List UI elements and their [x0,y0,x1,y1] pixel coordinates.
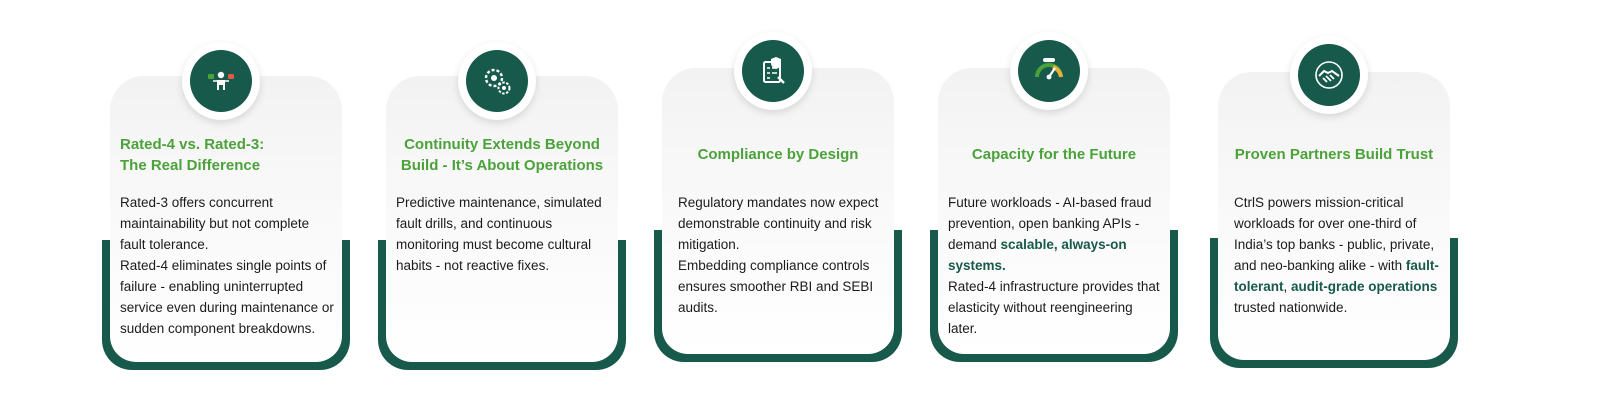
card-body: Regulatory mandates now expect demonstra… [678,192,888,318]
card-inner [378,76,626,370]
card-body: CtrlS powers mission-critical workloads … [1234,192,1444,318]
card-capacity: Capacity for the Future Future workloads… [930,68,1178,362]
card-paragraph: Regulatory mandates now expect demonstra… [678,195,879,252]
card-panel [386,76,618,362]
card-compliance: Compliance by Design Regulatory mandates… [654,68,902,362]
card-paragraph: Rated-4 infrastructure provides that ela… [948,279,1160,336]
gears-icon [458,42,536,120]
card-paragraph: Future workloads - AI-based fraud preven… [948,195,1152,273]
card-title: Continuity Extends Beyond Build - It’s A… [400,136,604,174]
card-continuity: Continuity Extends Beyond Build - It’s A… [378,76,626,370]
card-title: Compliance by Design [697,146,859,163]
card-title: Rated-4 vs. Rated-3: The Real Difference [120,136,265,174]
card-inner [930,68,1178,362]
card-inner [654,68,902,362]
card-paragraph: Embedding compliance controls ensures sm… [678,258,874,315]
card-panel [110,76,342,362]
card-body: Predictive maintenance, simulated fault … [396,192,612,276]
card-panel [938,68,1170,354]
card-paragraph: Rated-3 offers concurrent maintainabilit… [120,195,310,252]
card-paragraph: CtrlS powers mission-critical workloads … [1234,195,1439,315]
card-body: Rated-3 offers concurrent maintainabilit… [120,192,336,339]
highlight-text: audit-grade operations [1291,279,1438,294]
card-paragraph: Predictive maintenance, simulated fault … [396,195,602,273]
handshake-icon [1290,36,1368,114]
compliance-checklist-icon [734,32,812,110]
person-choice-icon [182,42,260,120]
card-inner [1210,72,1458,368]
card-panel [1218,72,1450,360]
card-title: Capacity for the Future [971,146,1137,163]
capacity-gauge-icon [1010,32,1088,110]
card-proven-partners: Proven Partners Build Trust CtrlS powers… [1210,72,1458,368]
card-panel [662,68,894,354]
highlight-text: fault-tolerant [1234,258,1439,294]
card-rated4-vs-rated3: Rated-4 vs. Rated-3: The Real Difference… [102,76,350,370]
highlight-text: scalable, always-on systems. [948,237,1127,273]
card-body: Future workloads - AI-based fraud preven… [948,192,1164,339]
card-title: Proven Partners Build Trust [1234,146,1434,163]
card-inner [102,76,350,370]
card-paragraph: Rated-4 eliminates single points of fail… [120,258,334,336]
